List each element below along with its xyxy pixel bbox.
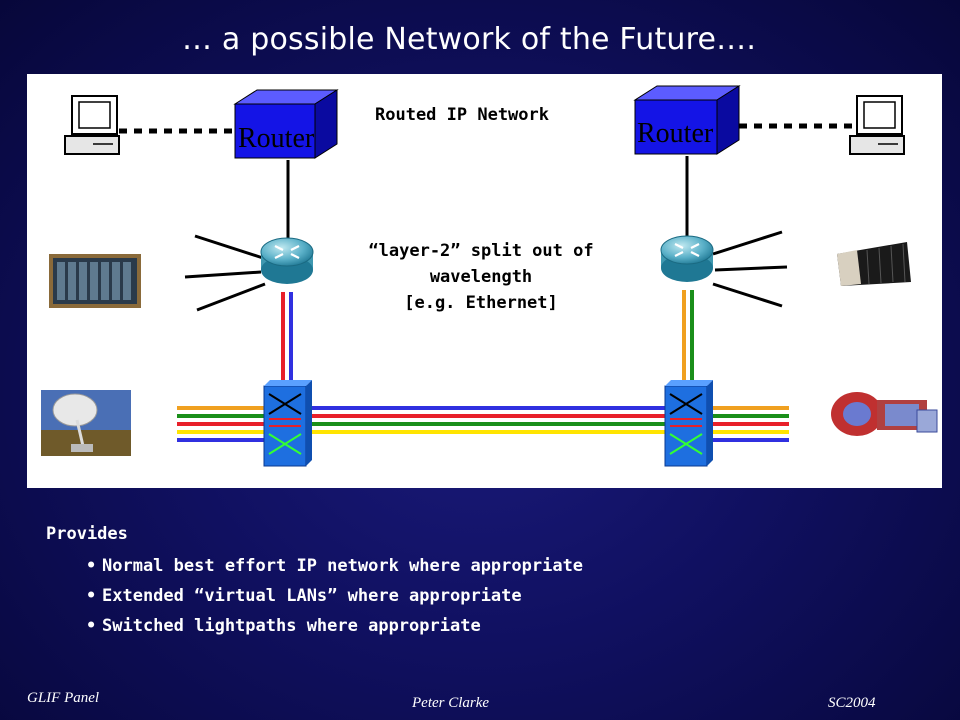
routed-ip-network-label: Routed IP Network xyxy=(375,105,549,125)
network-diagram-panel: Router Router xyxy=(27,74,942,488)
computer-left-icon xyxy=(64,95,120,155)
optical-switch-left-icon xyxy=(263,380,312,467)
radio-telescope-image xyxy=(41,390,131,456)
supercomputer-image xyxy=(837,242,911,286)
router-right-label: Router xyxy=(637,118,714,149)
layer2-caption: “layer-2” split out of wavelength [e.g. … xyxy=(340,238,622,316)
provides-section: Provides Normal best effort IP network w… xyxy=(46,524,583,646)
network-diagram: Router Router xyxy=(41,85,938,467)
wavelength-bundle-left xyxy=(177,406,267,442)
lightpath-down-right xyxy=(682,290,694,386)
footer-left: GLIF Panel xyxy=(27,690,100,706)
lightpath-down-left xyxy=(281,292,293,386)
provides-item: Extended “virtual LANs” where appropriat… xyxy=(86,586,583,606)
optical-switch-right-icon xyxy=(664,380,713,467)
router-right-box: Router xyxy=(633,85,741,155)
router-left-box: Router xyxy=(233,89,339,159)
wavelength-bundle-right xyxy=(707,406,789,442)
layer2-caption-line-2: wavelength xyxy=(429,267,533,287)
fan-lines-left xyxy=(184,234,266,312)
provides-item: Switched lightpaths where appropriate xyxy=(86,616,583,636)
slide-title: … a possible Network of the Future…. xyxy=(182,22,757,57)
particle-detector-image xyxy=(831,392,938,436)
wavelength-bundle-middle xyxy=(305,406,667,434)
ip-router-right-icon xyxy=(660,235,714,282)
footer-right: SC2004 xyxy=(828,695,876,711)
provides-item: Normal best effort IP network where appr… xyxy=(86,556,583,576)
ip-router-left-icon xyxy=(260,237,314,284)
fan-lines-right xyxy=(712,230,788,308)
provides-heading: Provides xyxy=(46,524,128,544)
footer-center: Peter Clarke xyxy=(412,695,490,711)
computer-right-icon xyxy=(849,95,905,155)
router-left-label: Router xyxy=(238,123,315,154)
layer2-caption-line-3: [e.g. Ethernet] xyxy=(404,293,558,313)
layer2-caption-line-1: “layer-2” split out of xyxy=(368,241,594,261)
server-racks-image xyxy=(49,254,141,308)
provides-list: Normal best effort IP network where appr… xyxy=(46,556,583,636)
